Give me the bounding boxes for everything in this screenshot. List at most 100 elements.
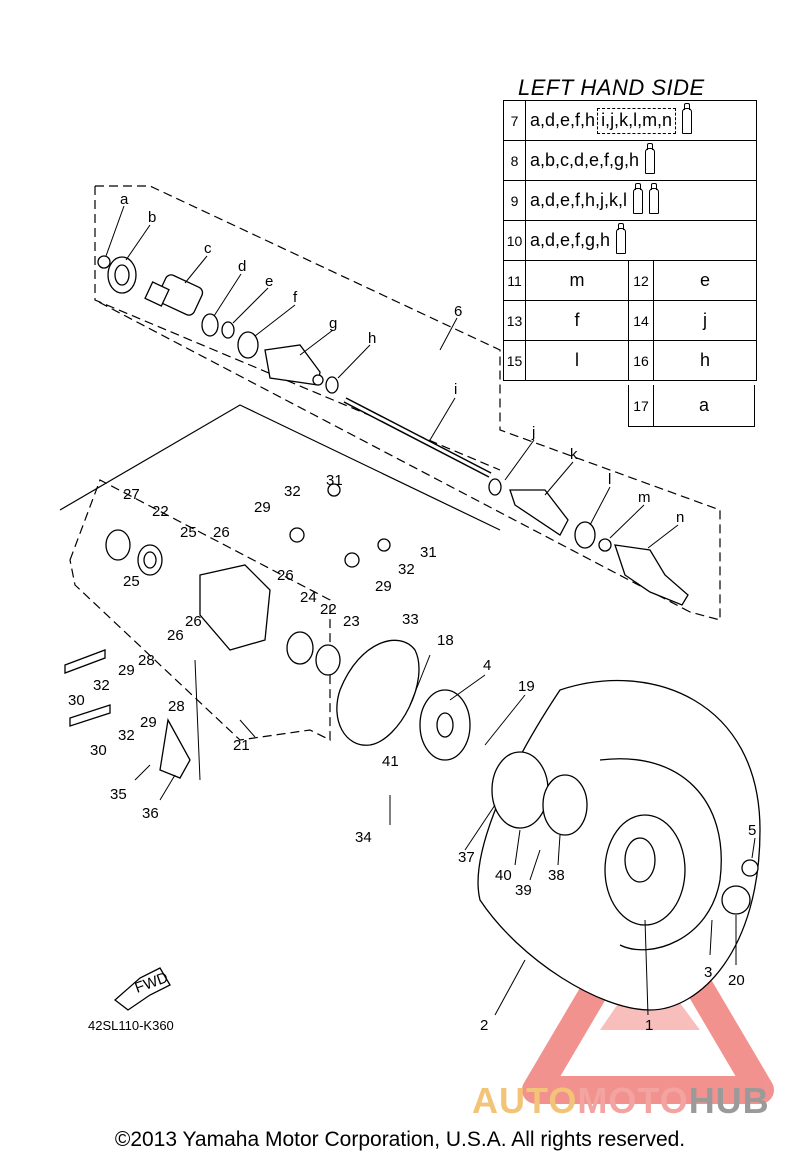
table-title: LEFT HAND SIDE bbox=[518, 75, 705, 100]
dashed-letters: i,j,k,l,m,n bbox=[597, 107, 677, 134]
table-row: 10 a,d,e,f,g,h bbox=[504, 221, 756, 261]
grease-tube-icon bbox=[649, 182, 660, 214]
knuckle-parts bbox=[64, 483, 391, 779]
grease-tube-icon bbox=[682, 102, 693, 134]
table-row: 8 a,b,c,d,e,f,g,h bbox=[504, 141, 756, 181]
row-number: 13 bbox=[504, 301, 526, 340]
cell-value: l bbox=[575, 350, 579, 370]
pair: f 14 j bbox=[526, 301, 756, 340]
callout-22a: 22 bbox=[152, 503, 169, 520]
table-row-17: 17 a bbox=[628, 385, 755, 427]
table-row: 11 m 12 e bbox=[504, 261, 756, 301]
callout-31a: 31 bbox=[326, 472, 343, 489]
callout-e: e bbox=[265, 273, 273, 290]
cell-value: h bbox=[699, 350, 710, 370]
callout-4: 4 bbox=[483, 657, 491, 674]
callout-35: 35 bbox=[110, 786, 127, 803]
pair: l 16 h bbox=[526, 341, 756, 380]
watermark-part2: MOTO bbox=[577, 1080, 689, 1121]
watermark-logo: AUTOMOTOHUB bbox=[472, 1080, 770, 1122]
row-number: 15 bbox=[504, 341, 526, 380]
cell-value: a bbox=[698, 395, 709, 415]
callout-40: 40 bbox=[495, 867, 512, 884]
letters: a,b,c,d,e,f,g,h bbox=[530, 150, 640, 170]
callout-25a: 25 bbox=[180, 524, 197, 541]
table-row: 7 a,d,e,f,h i,j,k,l,m,n bbox=[504, 101, 756, 141]
driveshaft-parts bbox=[97, 255, 689, 606]
callout-27: 27 bbox=[123, 486, 140, 503]
row-number: 11 bbox=[504, 261, 526, 300]
row-number: 14 bbox=[628, 301, 654, 340]
callout-m: m bbox=[638, 489, 651, 506]
callout-38: 38 bbox=[548, 867, 565, 884]
cell-value: m bbox=[569, 270, 585, 290]
callout-30b: 30 bbox=[90, 742, 107, 759]
callout-a: a bbox=[120, 191, 129, 208]
callout-6: 6 bbox=[454, 303, 462, 320]
callout-34: 34 bbox=[355, 829, 372, 846]
callout-3: 3 bbox=[704, 964, 712, 981]
row-number: 12 bbox=[628, 261, 654, 300]
callout-23: 23 bbox=[343, 613, 360, 630]
row-number: 7 bbox=[504, 101, 526, 140]
callout-29b: 29 bbox=[375, 578, 392, 595]
table-row: 13 f 14 j bbox=[504, 301, 756, 341]
knuckle-group-outline bbox=[69, 479, 331, 741]
row-letters: a,d,e,f,g,h bbox=[526, 221, 756, 260]
cell-value: f bbox=[574, 310, 580, 330]
callout-29c: 29 bbox=[118, 662, 135, 679]
callout-25b: 25 bbox=[123, 573, 140, 590]
callout-d: d bbox=[238, 258, 246, 275]
callout-18: 18 bbox=[437, 632, 454, 649]
callout-41: 41 bbox=[382, 753, 399, 770]
copyright-notice: ©2013 Yamaha Motor Corporation, U.S.A. A… bbox=[114, 1128, 686, 1151]
callout-32d: 32 bbox=[118, 727, 135, 744]
letters: a,d,e,f,h,j,k,l bbox=[530, 190, 628, 210]
wheel-assembly bbox=[336, 639, 761, 1011]
callout-24: 24 bbox=[300, 589, 317, 606]
callout-29a: 29 bbox=[254, 499, 271, 516]
callout-1: 1 bbox=[645, 1017, 653, 1034]
callout-c: c bbox=[204, 240, 212, 257]
callout-32c: 32 bbox=[93, 677, 110, 694]
callout-labels: a b c d e f g h i j k l m n 6 31 32 27 2… bbox=[68, 191, 756, 1034]
callout-29d: 29 bbox=[140, 714, 157, 731]
callout-32a: 32 bbox=[284, 483, 301, 500]
callout-26c: 26 bbox=[185, 613, 202, 630]
row-number: 16 bbox=[628, 341, 654, 380]
callout-j: j bbox=[531, 424, 535, 441]
table-row: 9 a,d,e,f,h,j,k,l bbox=[504, 181, 756, 221]
row-number: 9 bbox=[504, 181, 526, 220]
callout-31b: 31 bbox=[420, 544, 437, 561]
grease-tube-icon bbox=[633, 182, 644, 214]
driveshaft-frame-line bbox=[59, 404, 501, 531]
callout-32b: 32 bbox=[398, 561, 415, 578]
diagram-code: 42SL110-K360 bbox=[88, 1018, 174, 1033]
letters: a,d,e,f,g,h bbox=[530, 230, 611, 250]
grease-tube-icon bbox=[616, 222, 627, 254]
callout-33: 33 bbox=[402, 611, 419, 628]
fwd-arrow: FWD bbox=[113, 967, 171, 1011]
callout-19: 19 bbox=[518, 678, 535, 695]
row-letters: a,b,c,d,e,f,g,h bbox=[526, 141, 756, 180]
letters: a,d,e,f,h bbox=[530, 110, 596, 130]
callout-k: k bbox=[570, 446, 578, 463]
left-hand-side-table: 7 a,d,e,f,h i,j,k,l,m,n 8 a,b,c,d,e,f,g,… bbox=[503, 100, 757, 381]
callout-36: 36 bbox=[142, 805, 159, 822]
callout-h: h bbox=[368, 330, 376, 347]
grease-tube-icon bbox=[645, 142, 656, 174]
callout-21: 21 bbox=[233, 737, 250, 754]
row-number: 8 bbox=[504, 141, 526, 180]
callout-i: i bbox=[454, 381, 457, 398]
callout-22b: 22 bbox=[320, 601, 337, 618]
callout-30a: 30 bbox=[68, 692, 85, 709]
callout-39: 39 bbox=[515, 882, 532, 899]
callout-26a: 26 bbox=[213, 524, 230, 541]
callout-26b: 26 bbox=[277, 567, 294, 584]
cell-value: e bbox=[699, 270, 710, 290]
callout-20: 20 bbox=[728, 972, 745, 989]
callout-28a: 28 bbox=[138, 652, 155, 669]
callout-g: g bbox=[329, 315, 337, 332]
callout-5: 5 bbox=[748, 822, 756, 839]
